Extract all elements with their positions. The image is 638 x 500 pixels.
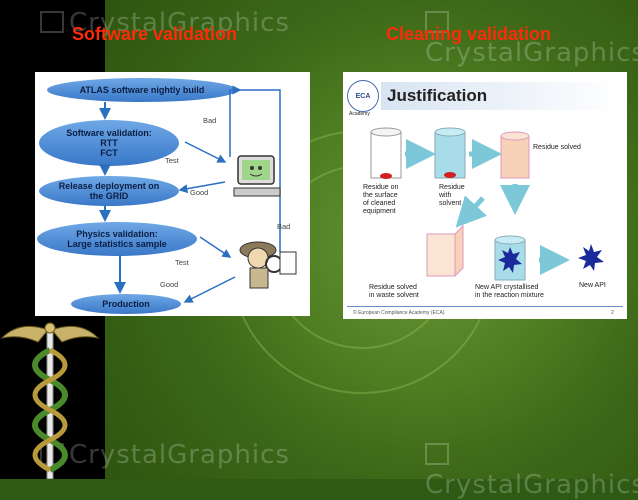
slide-footer: © European Compliance Academy (ECA) (353, 310, 445, 316)
arrow-label-bad: Bad (203, 116, 217, 125)
residue-solved-label: Residue solved (533, 144, 581, 151)
flow-step-physics-validation: Physics validation:Large statistics samp… (37, 222, 197, 256)
arrow-label-good: Good (160, 280, 179, 289)
cleaning-validation-title: Cleaning validation (386, 24, 552, 44)
header-band (381, 82, 621, 110)
arrow-label-bad: Bad (277, 222, 291, 231)
watermark: CrystalGraphics (40, 8, 290, 38)
flow-step-production: Production (71, 294, 181, 314)
eca-logo: ECA (347, 80, 379, 112)
computer-icon (233, 155, 281, 197)
new-api-label: New API (579, 282, 606, 289)
footer-rule (347, 306, 623, 307)
eca-logo-sub: Academy (349, 111, 370, 117)
software-validation-title: Software validation (72, 24, 238, 44)
watermark: CrystalGraphics (425, 440, 638, 500)
watermark: CrystalGraphics (425, 8, 638, 68)
inspector-icon (239, 241, 297, 289)
arrow-label-test: Test (165, 156, 179, 165)
slide-heading: Justification (387, 86, 488, 105)
flow-arrows (99, 85, 281, 303)
slide-page-number: 2 (611, 310, 614, 316)
arrow-label-good: Good (190, 188, 209, 197)
arrow-label-test: Test (175, 258, 189, 267)
caduceus-icon (0, 322, 100, 479)
flow-step-nightly-build: ATLAS software nightly build (47, 78, 237, 102)
cleaning-diagram (370, 127, 604, 281)
software-flow-panel: ATLAS software nightly build Software va… (35, 72, 310, 316)
cleaning-slide-panel: ECA Academy Justification Residue solved… (343, 72, 627, 319)
